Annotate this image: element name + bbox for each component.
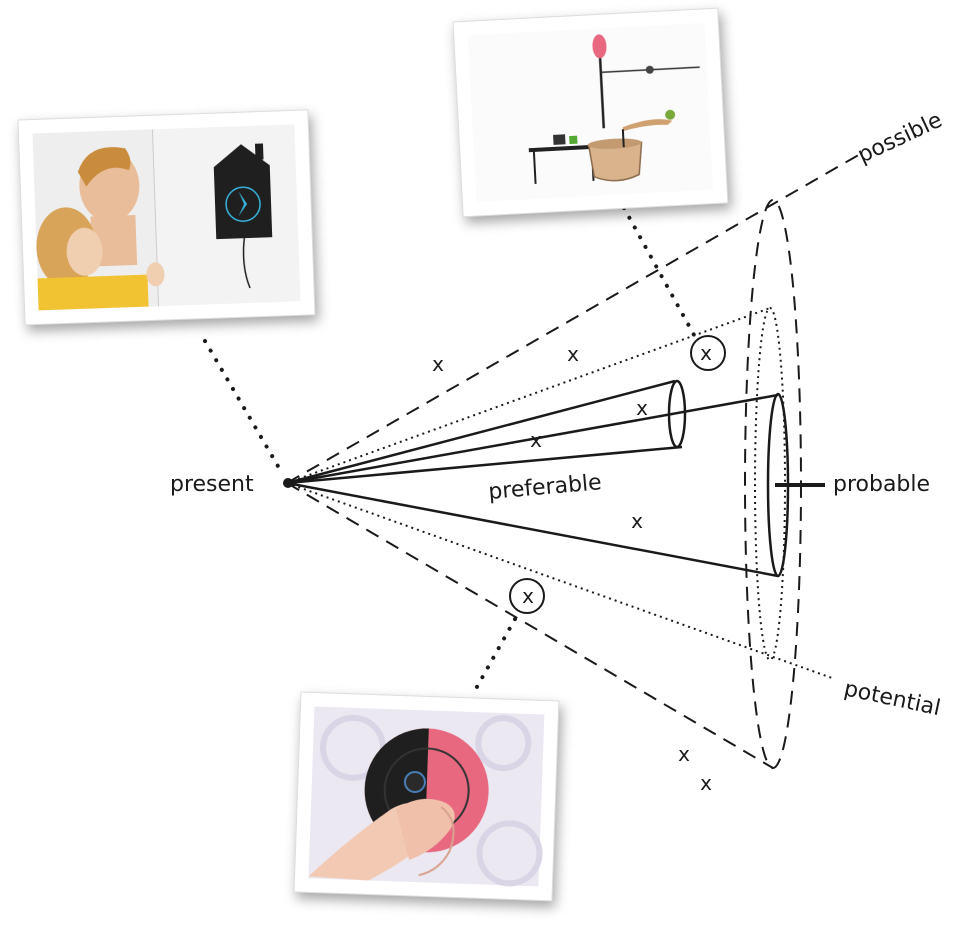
x-mark: x: [567, 342, 579, 366]
preferable-label: preferable: [487, 470, 602, 505]
potential-label: potential: [842, 676, 943, 721]
probable-cone-lower-edge: [286, 481, 779, 578]
x-mark: x: [700, 771, 712, 795]
preferable-cone: [286, 379, 687, 485]
x-marks: x x x x x x x x x: [432, 341, 712, 795]
x-mark: x: [636, 396, 648, 420]
photo-family-clock: [17, 109, 316, 326]
x-mark: x: [530, 428, 542, 452]
x-mark: x: [631, 509, 643, 533]
connector-button: [471, 617, 517, 696]
probable-label: probable: [833, 472, 930, 497]
potential-cone-upper-edge: [286, 307, 771, 484]
x-mark: x: [522, 584, 534, 608]
potential-cone-lower-edge: [286, 482, 833, 679]
preferable-cone-upper-edge: [286, 379, 676, 485]
circled-mark-lower: [509, 578, 545, 614]
preferable-cone-lower-edge: [286, 445, 683, 485]
circled-mark-upper: [690, 335, 726, 371]
photo-button: [293, 691, 560, 902]
present-label: present: [170, 472, 254, 497]
present-point: [283, 478, 293, 488]
preferable-cone-base-ellipse: [667, 379, 687, 449]
x-mark: x: [432, 352, 444, 376]
connector-kitchen: [622, 206, 701, 346]
photo-kitchen: [452, 7, 729, 218]
possible-cone-lower-edge: [286, 482, 774, 769]
x-mark: x: [700, 341, 712, 365]
possible-label: possible: [854, 108, 946, 169]
x-mark: x: [678, 742, 690, 766]
probable-cone-upper-edge: [286, 393, 779, 485]
photo-connectors: [203, 206, 701, 696]
connector-family-clock: [203, 339, 284, 475]
